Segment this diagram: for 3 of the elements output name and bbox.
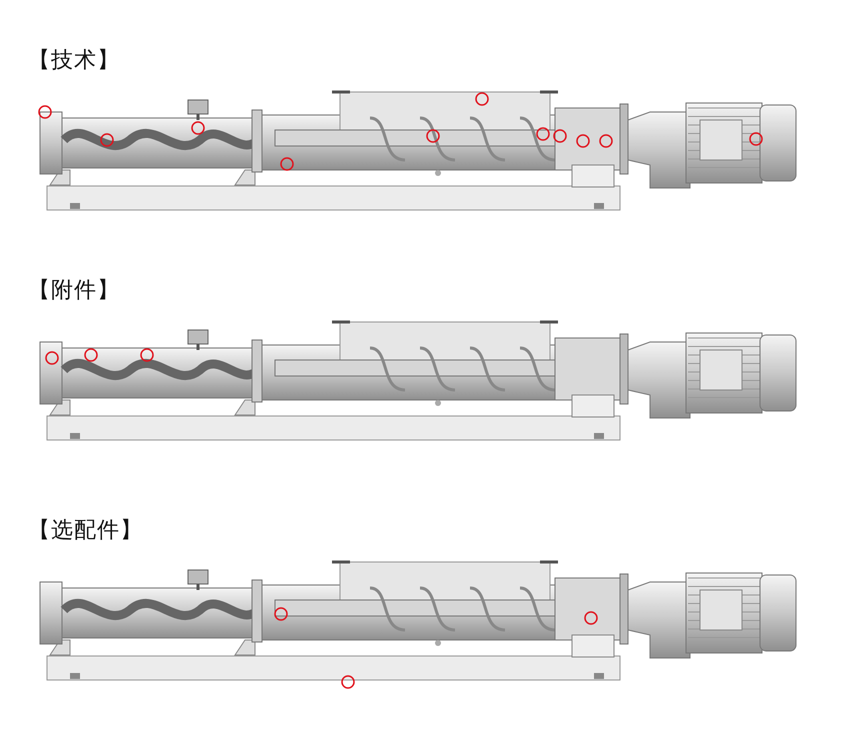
section-heading: 【附件】: [28, 277, 120, 305]
section-heading: 【选配件】: [28, 517, 143, 545]
section-heading: 【技术】: [28, 47, 120, 75]
